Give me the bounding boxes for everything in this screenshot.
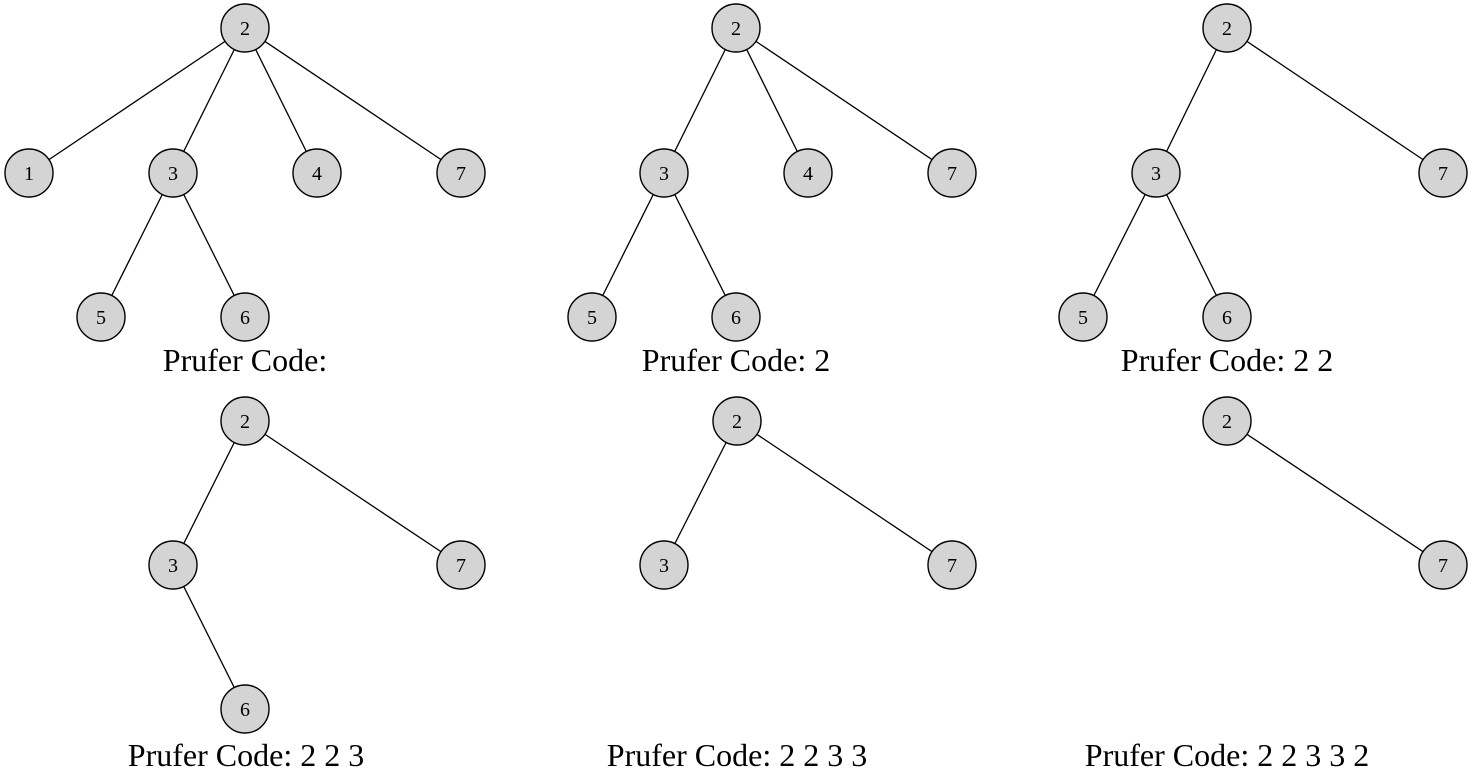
tree2-edge-2-7 bbox=[1226, 27, 1444, 174]
tree1-edge-2-4 bbox=[735, 27, 809, 174]
tree1-node-4 bbox=[783, 148, 833, 198]
node-label: 2 bbox=[240, 411, 250, 433]
node-label: 2 bbox=[731, 18, 741, 40]
node-label: 7 bbox=[1438, 163, 1448, 185]
tree2-node-2 bbox=[1202, 3, 1252, 53]
tree0-node-6 bbox=[220, 292, 270, 342]
node-label: 6 bbox=[1222, 307, 1232, 329]
node-label: 2 bbox=[1222, 411, 1232, 433]
tree3-node-2 bbox=[220, 396, 270, 446]
tree2-node-6 bbox=[1202, 292, 1252, 342]
node-label: 4 bbox=[312, 163, 322, 185]
node-label: 3 bbox=[659, 163, 669, 185]
node-label: 3 bbox=[168, 163, 178, 185]
tree2-node-7 bbox=[1418, 148, 1468, 198]
tree3-node-6 bbox=[220, 684, 270, 734]
tree2-node-5 bbox=[1058, 292, 1108, 342]
tree3-edge-2-3 bbox=[172, 420, 246, 566]
node-label: 5 bbox=[1078, 307, 1088, 329]
tree4-edge-2-7 bbox=[736, 420, 953, 566]
node-label: 6 bbox=[240, 699, 250, 721]
node-label: 7 bbox=[1438, 555, 1448, 577]
tree1-node-7 bbox=[927, 148, 977, 198]
tree0-edge-2-1 bbox=[28, 27, 246, 174]
node-label: 3 bbox=[1151, 163, 1161, 185]
node-label: 2 bbox=[1222, 18, 1232, 40]
node-label: 6 bbox=[240, 307, 250, 329]
node-label: 3 bbox=[168, 555, 178, 577]
tree2-node-3 bbox=[1131, 148, 1181, 198]
tree2-edge-2-3 bbox=[1155, 27, 1228, 174]
tree3-node-3 bbox=[148, 540, 198, 590]
tree1-edge-2-3 bbox=[663, 27, 737, 174]
tree0-edge-2-3 bbox=[172, 27, 246, 174]
node-label: 6 bbox=[731, 307, 741, 329]
tree0-node-2 bbox=[220, 3, 270, 53]
tree1-edge-3-5 bbox=[591, 172, 665, 318]
tree1-node-5 bbox=[567, 292, 617, 342]
tree0-node-5 bbox=[76, 292, 126, 342]
tree3-node-7 bbox=[436, 540, 486, 590]
node-label: 2 bbox=[732, 411, 742, 433]
tree4-edge-2-3 bbox=[663, 420, 738, 566]
tree2-edge-3-5 bbox=[1082, 172, 1157, 318]
tree0-node-7 bbox=[436, 148, 486, 198]
tree-caption: Prufer Code: 2 2 bbox=[1121, 342, 1333, 378]
tree-caption: Prufer Code: bbox=[163, 342, 327, 378]
tree1-edge-3-6 bbox=[663, 172, 737, 318]
node-label: 7 bbox=[456, 163, 466, 185]
tree0-node-4 bbox=[292, 148, 342, 198]
tree0-node-3 bbox=[148, 148, 198, 198]
tree3-edge-2-7 bbox=[244, 420, 462, 566]
tree-caption: Prufer Code: 2 2 3 3 bbox=[607, 737, 867, 773]
tree3-edge-3-6 bbox=[172, 564, 246, 710]
node-label: 7 bbox=[456, 555, 466, 577]
tree0-edge-2-7 bbox=[244, 27, 462, 174]
tree5-edge-2-7 bbox=[1226, 420, 1444, 566]
node-label: 3 bbox=[659, 555, 669, 577]
node-label: 2 bbox=[240, 18, 250, 40]
tree5-node-2 bbox=[1202, 396, 1252, 446]
tree-caption: Prufer Code: 2 2 3 bbox=[128, 737, 364, 773]
node-label: 1 bbox=[24, 163, 34, 185]
tree-caption: Prufer Code: 2 bbox=[642, 342, 830, 378]
tree4-node-7 bbox=[927, 540, 977, 590]
tree5-node-7 bbox=[1418, 540, 1468, 590]
tree2-edge-3-6 bbox=[1155, 172, 1228, 318]
node-label: 4 bbox=[803, 163, 813, 185]
node-label: 7 bbox=[947, 163, 957, 185]
tree4-node-3 bbox=[639, 540, 689, 590]
tree0-edge-2-4 bbox=[244, 27, 318, 174]
node-label: 5 bbox=[587, 307, 597, 329]
tree-caption: Prufer Code: 2 2 3 3 2 bbox=[1085, 737, 1369, 773]
tree1-node-3 bbox=[639, 148, 689, 198]
tree1-edge-2-7 bbox=[735, 27, 953, 174]
tree4-node-2 bbox=[712, 396, 762, 446]
node-label: 5 bbox=[96, 307, 106, 329]
tree0-node-1 bbox=[4, 148, 54, 198]
node-label: 7 bbox=[947, 555, 957, 577]
tree1-node-6 bbox=[711, 292, 761, 342]
tree1-node-2 bbox=[711, 3, 761, 53]
tree0-edge-3-5 bbox=[100, 172, 174, 318]
tree0-edge-3-6 bbox=[172, 172, 246, 318]
